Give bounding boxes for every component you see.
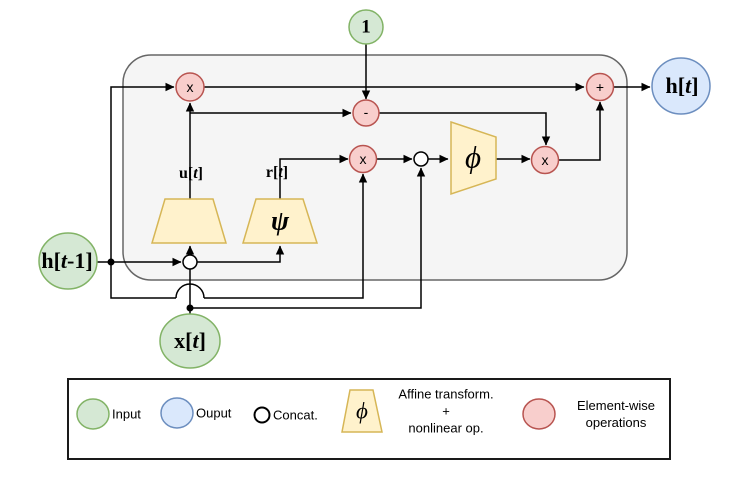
legend-output-label: Ouput bbox=[196, 405, 232, 421]
wire-xt-to-concat2 bbox=[190, 167, 426, 309]
u-gate-trapezoid bbox=[150, 198, 228, 244]
psi-gate-trapezoid bbox=[241, 198, 319, 244]
add-glyph: + bbox=[595, 79, 605, 95]
wire-hprev-down-segment bbox=[110, 262, 176, 299]
legend-phi-symbol: ϕ bbox=[356, 398, 368, 424]
legend-concat-label: Concat. bbox=[273, 407, 318, 423]
multiply-top-node bbox=[175, 72, 205, 102]
legend-concat-swatch bbox=[253, 406, 271, 424]
psi-symbol: ψ bbox=[270, 205, 290, 236]
subtract-node bbox=[352, 99, 380, 127]
wire-hprev-to-multiply-top bbox=[110, 82, 175, 262]
multiply-mid-node bbox=[348, 144, 378, 174]
ut-label: u[t] bbox=[178, 165, 204, 182]
phi-transform-trapezoid bbox=[450, 120, 497, 196]
subtract-glyph: - bbox=[363, 104, 369, 120]
wire-multiply-right-to-add bbox=[558, 101, 605, 161]
input-xt-node bbox=[159, 313, 221, 369]
wire-hprev-to-multiply-mid bbox=[204, 173, 368, 299]
legend-affine-swatch bbox=[341, 389, 383, 433]
input-one-node bbox=[348, 9, 384, 45]
input-hprev-node bbox=[38, 232, 98, 290]
legend-elementwise-label: Element-wise operations bbox=[576, 398, 656, 430]
ht-label: h[t] bbox=[665, 73, 699, 98]
multiply-top-glyph: x bbox=[186, 79, 194, 95]
hprev-label: h[t-1] bbox=[41, 248, 93, 273]
xt-label: x[t] bbox=[174, 328, 206, 353]
rt-label: r[t] bbox=[265, 164, 289, 181]
concat-node-1 bbox=[182, 254, 198, 270]
wire-r-to-multiply-mid bbox=[279, 154, 349, 199]
junction-dot-xt bbox=[186, 304, 194, 312]
concat-node-2 bbox=[413, 151, 429, 167]
add-node bbox=[585, 72, 615, 102]
legend-output-swatch bbox=[160, 397, 194, 429]
multiply-mid-glyph: x bbox=[359, 151, 367, 167]
multiply-right-glyph: x bbox=[541, 152, 549, 168]
wire-subtract-to-multiply-right bbox=[379, 112, 551, 146]
wire-concat-to-psi-gate bbox=[197, 245, 285, 263]
legend-affine-label: Affine transform. + nonlinear op. bbox=[398, 386, 494, 436]
legend-elementwise-swatch bbox=[522, 398, 556, 430]
output-ht-node bbox=[651, 57, 711, 115]
legend-input-swatch bbox=[76, 398, 110, 430]
legend-input-label: Input bbox=[112, 406, 141, 422]
phi-symbol: ϕ bbox=[464, 139, 482, 175]
one-label: 1 bbox=[361, 16, 371, 38]
multiply-right-node bbox=[530, 145, 560, 175]
junction-dot-hprev bbox=[107, 258, 115, 266]
